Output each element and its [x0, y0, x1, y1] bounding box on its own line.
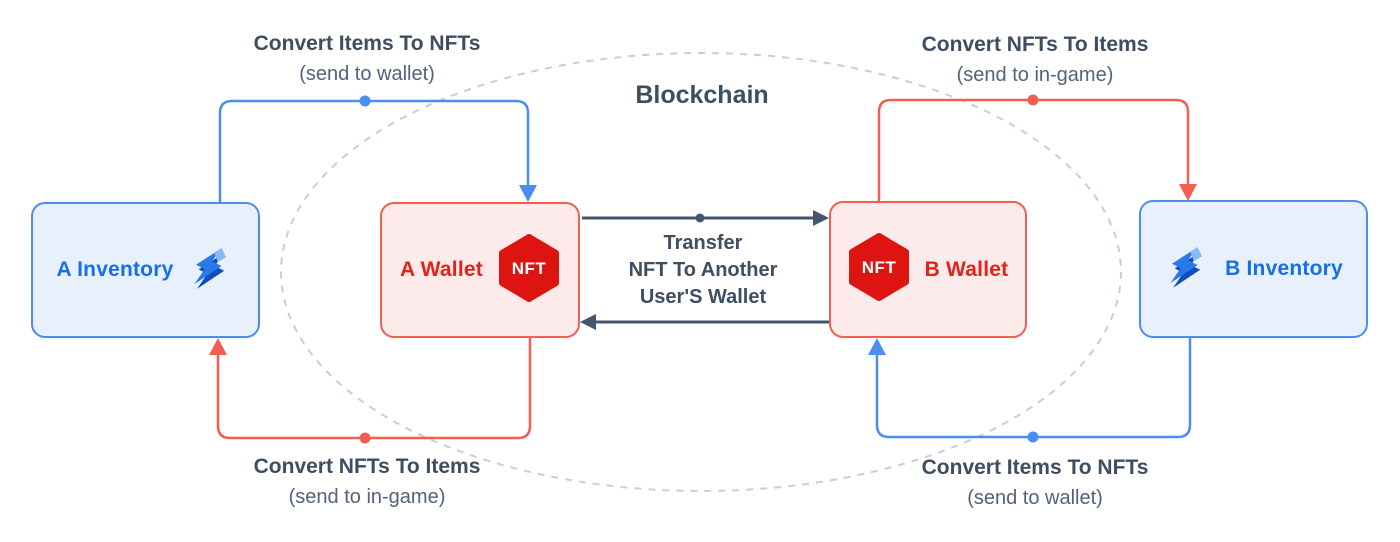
- flow-subtitle: (send to wallet): [967, 487, 1103, 509]
- flow-subtitle: (send to in-game): [288, 486, 446, 508]
- node-a-wallet: A Wallet NFT: [380, 202, 580, 338]
- transfer-caption: Transfer NFT To Another User'S Wallet: [553, 230, 853, 311]
- flow-label-top-left: Convert Items To NFTs (send to wallet): [207, 32, 527, 86]
- transfer-dot: [695, 213, 705, 223]
- flow-label-bottom-left: Convert NFTs To Items (send to in-game): [207, 455, 527, 509]
- arrowhead-right-icon: [813, 210, 829, 226]
- node-label: A Wallet: [400, 258, 483, 281]
- nft-badge-label: NFT: [512, 259, 547, 278]
- flow-title: Convert NFTs To Items: [253, 455, 481, 478]
- flow-arrow-bottom-right: [868, 338, 1192, 443]
- flow-arrow-top-right: [877, 94, 1197, 201]
- arrowhead-down-icon: [1179, 184, 1197, 201]
- arrowhead-up-icon: [868, 338, 886, 355]
- arrowhead-up-icon: [209, 338, 227, 355]
- node-label: A Inventory: [56, 258, 174, 281]
- transfer-caption-line: NFT To Another: [628, 259, 778, 281]
- flow-arrow-top-left: [218, 95, 537, 202]
- lightning-icon: [188, 245, 234, 296]
- arrowhead-down-icon: [519, 185, 537, 202]
- flow-subtitle: (send to in-game): [956, 64, 1114, 86]
- node-label: B Inventory: [1225, 257, 1343, 280]
- flow-arrow-bottom-left: [209, 338, 532, 444]
- flow-title: Convert NFTs To Items: [921, 33, 1149, 56]
- flow-dot: [1027, 431, 1039, 443]
- node-label: B Wallet: [924, 257, 1009, 281]
- nft-hexagon-icon: NFT: [848, 233, 910, 306]
- transfer-caption-line: Transfer: [663, 232, 743, 254]
- blockchain-boundary-ellipse: [280, 52, 1122, 492]
- flow-dot: [359, 95, 371, 107]
- flow-dot: [359, 432, 371, 444]
- node-b-inventory: B Inventory: [1139, 200, 1368, 338]
- nft-hexagon-icon: NFT: [498, 233, 560, 307]
- transfer-arrow-right: [582, 210, 829, 226]
- flow-subtitle: (send to wallet): [299, 63, 435, 85]
- node-b-wallet: NFT B Wallet: [829, 201, 1027, 338]
- nft-badge-label: NFT: [861, 258, 896, 277]
- flow-title: Convert Items To NFTs: [921, 456, 1149, 479]
- blockchain-title: Blockchain: [635, 81, 769, 109]
- transfer-caption-line: User'S Wallet: [639, 286, 767, 308]
- flow-dot: [1027, 94, 1039, 106]
- node-a-inventory: A Inventory: [31, 202, 260, 338]
- flow-label-bottom-right: Convert Items To NFTs (send to wallet): [875, 456, 1195, 510]
- lightning-icon: [1164, 244, 1210, 295]
- arrowhead-left-icon: [580, 314, 596, 330]
- flow-label-top-right: Convert NFTs To Items (send to in-game): [875, 33, 1195, 87]
- flow-title: Convert Items To NFTs: [253, 32, 481, 55]
